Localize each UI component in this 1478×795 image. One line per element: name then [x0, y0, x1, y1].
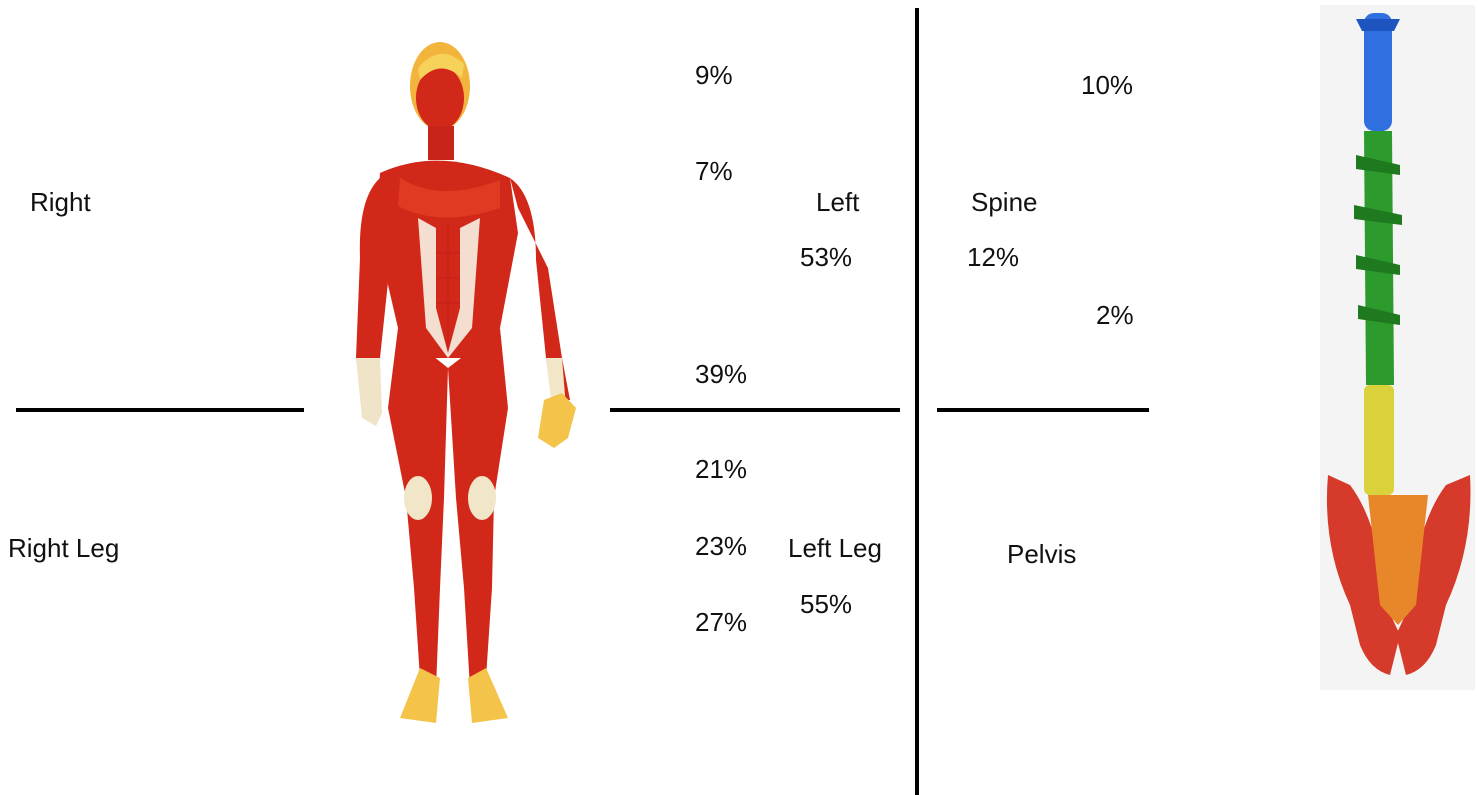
leg-value-2: 23%	[695, 533, 747, 559]
divider-spine-horizontal	[937, 408, 1149, 412]
figure-legs	[388, 328, 508, 723]
spine-value-3: 2%	[1096, 302, 1134, 328]
upper-value-1: 9%	[695, 62, 733, 88]
divider-right-horizontal	[16, 408, 304, 412]
figure-torso	[376, 161, 518, 358]
lumbar-vertebrae	[1364, 385, 1394, 495]
leg-left-total: 55%	[800, 591, 852, 617]
divider-vertical	[915, 8, 919, 795]
spine-value-2: 12%	[967, 244, 1019, 270]
spine-and-pelvis-figure	[1320, 5, 1475, 690]
upper-left-total: 53%	[800, 244, 852, 270]
leg-value-1: 21%	[695, 456, 747, 482]
human-muscle-figure	[340, 28, 600, 743]
label-right: Right	[30, 189, 91, 215]
label-spine: Spine	[971, 189, 1038, 215]
figure-head	[410, 42, 470, 160]
upper-value-3: 39%	[695, 361, 747, 387]
divider-middle-horizontal	[610, 408, 900, 412]
figure-left-arm	[510, 178, 576, 448]
leg-value-3: 27%	[695, 609, 747, 635]
label-left-leg: Left Leg	[788, 535, 882, 561]
label-right-leg: Right Leg	[8, 535, 119, 561]
label-left: Left	[816, 189, 859, 215]
label-pelvis: Pelvis	[1007, 541, 1076, 567]
spine-value-1: 10%	[1081, 72, 1133, 98]
upper-value-2: 7%	[695, 158, 733, 184]
